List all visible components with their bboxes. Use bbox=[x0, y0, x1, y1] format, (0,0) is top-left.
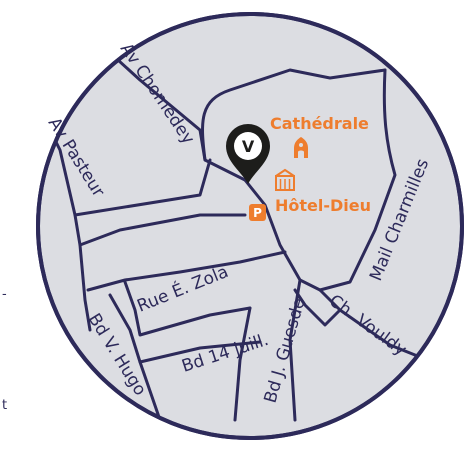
street-cathedral-block bbox=[318, 68, 397, 292]
street-bd-guesde-east bbox=[288, 278, 302, 422]
street-hotel-dieu bbox=[243, 178, 322, 292]
street-rue-zola-north bbox=[78, 213, 247, 247]
street-lower-link bbox=[293, 288, 342, 327]
street-main-axis bbox=[73, 213, 92, 332]
map-border bbox=[36, 12, 464, 440]
street-ch-vouldy bbox=[318, 288, 442, 367]
location-pin-icon[interactable]: V bbox=[226, 124, 270, 184]
hospital-building-icon bbox=[275, 168, 295, 191]
edge-fragment-t: t bbox=[2, 398, 8, 413]
poi-label-hotel-dieu[interactable]: Hôtel-Dieu bbox=[275, 196, 371, 215]
street-bd-14-juill-north bbox=[123, 280, 252, 337]
street-bd-guesde bbox=[233, 306, 252, 422]
parking-icon[interactable]: P bbox=[249, 204, 266, 221]
street-bd-hugo bbox=[108, 293, 162, 422]
poi-label-cathedrale[interactable]: Cathédrale bbox=[270, 114, 369, 133]
street-bd-14-juill-south bbox=[138, 340, 262, 364]
street-av-chomedey bbox=[94, 38, 247, 182]
parking-letter: P bbox=[253, 206, 262, 220]
street-centre-ring bbox=[201, 68, 387, 162]
street-rue-zola-south bbox=[86, 250, 287, 292]
edge-fragment-dash: - bbox=[2, 287, 7, 302]
pin-letter: V bbox=[242, 137, 255, 156]
cathedral-icon bbox=[294, 137, 308, 158]
street-network bbox=[38, 38, 442, 422]
